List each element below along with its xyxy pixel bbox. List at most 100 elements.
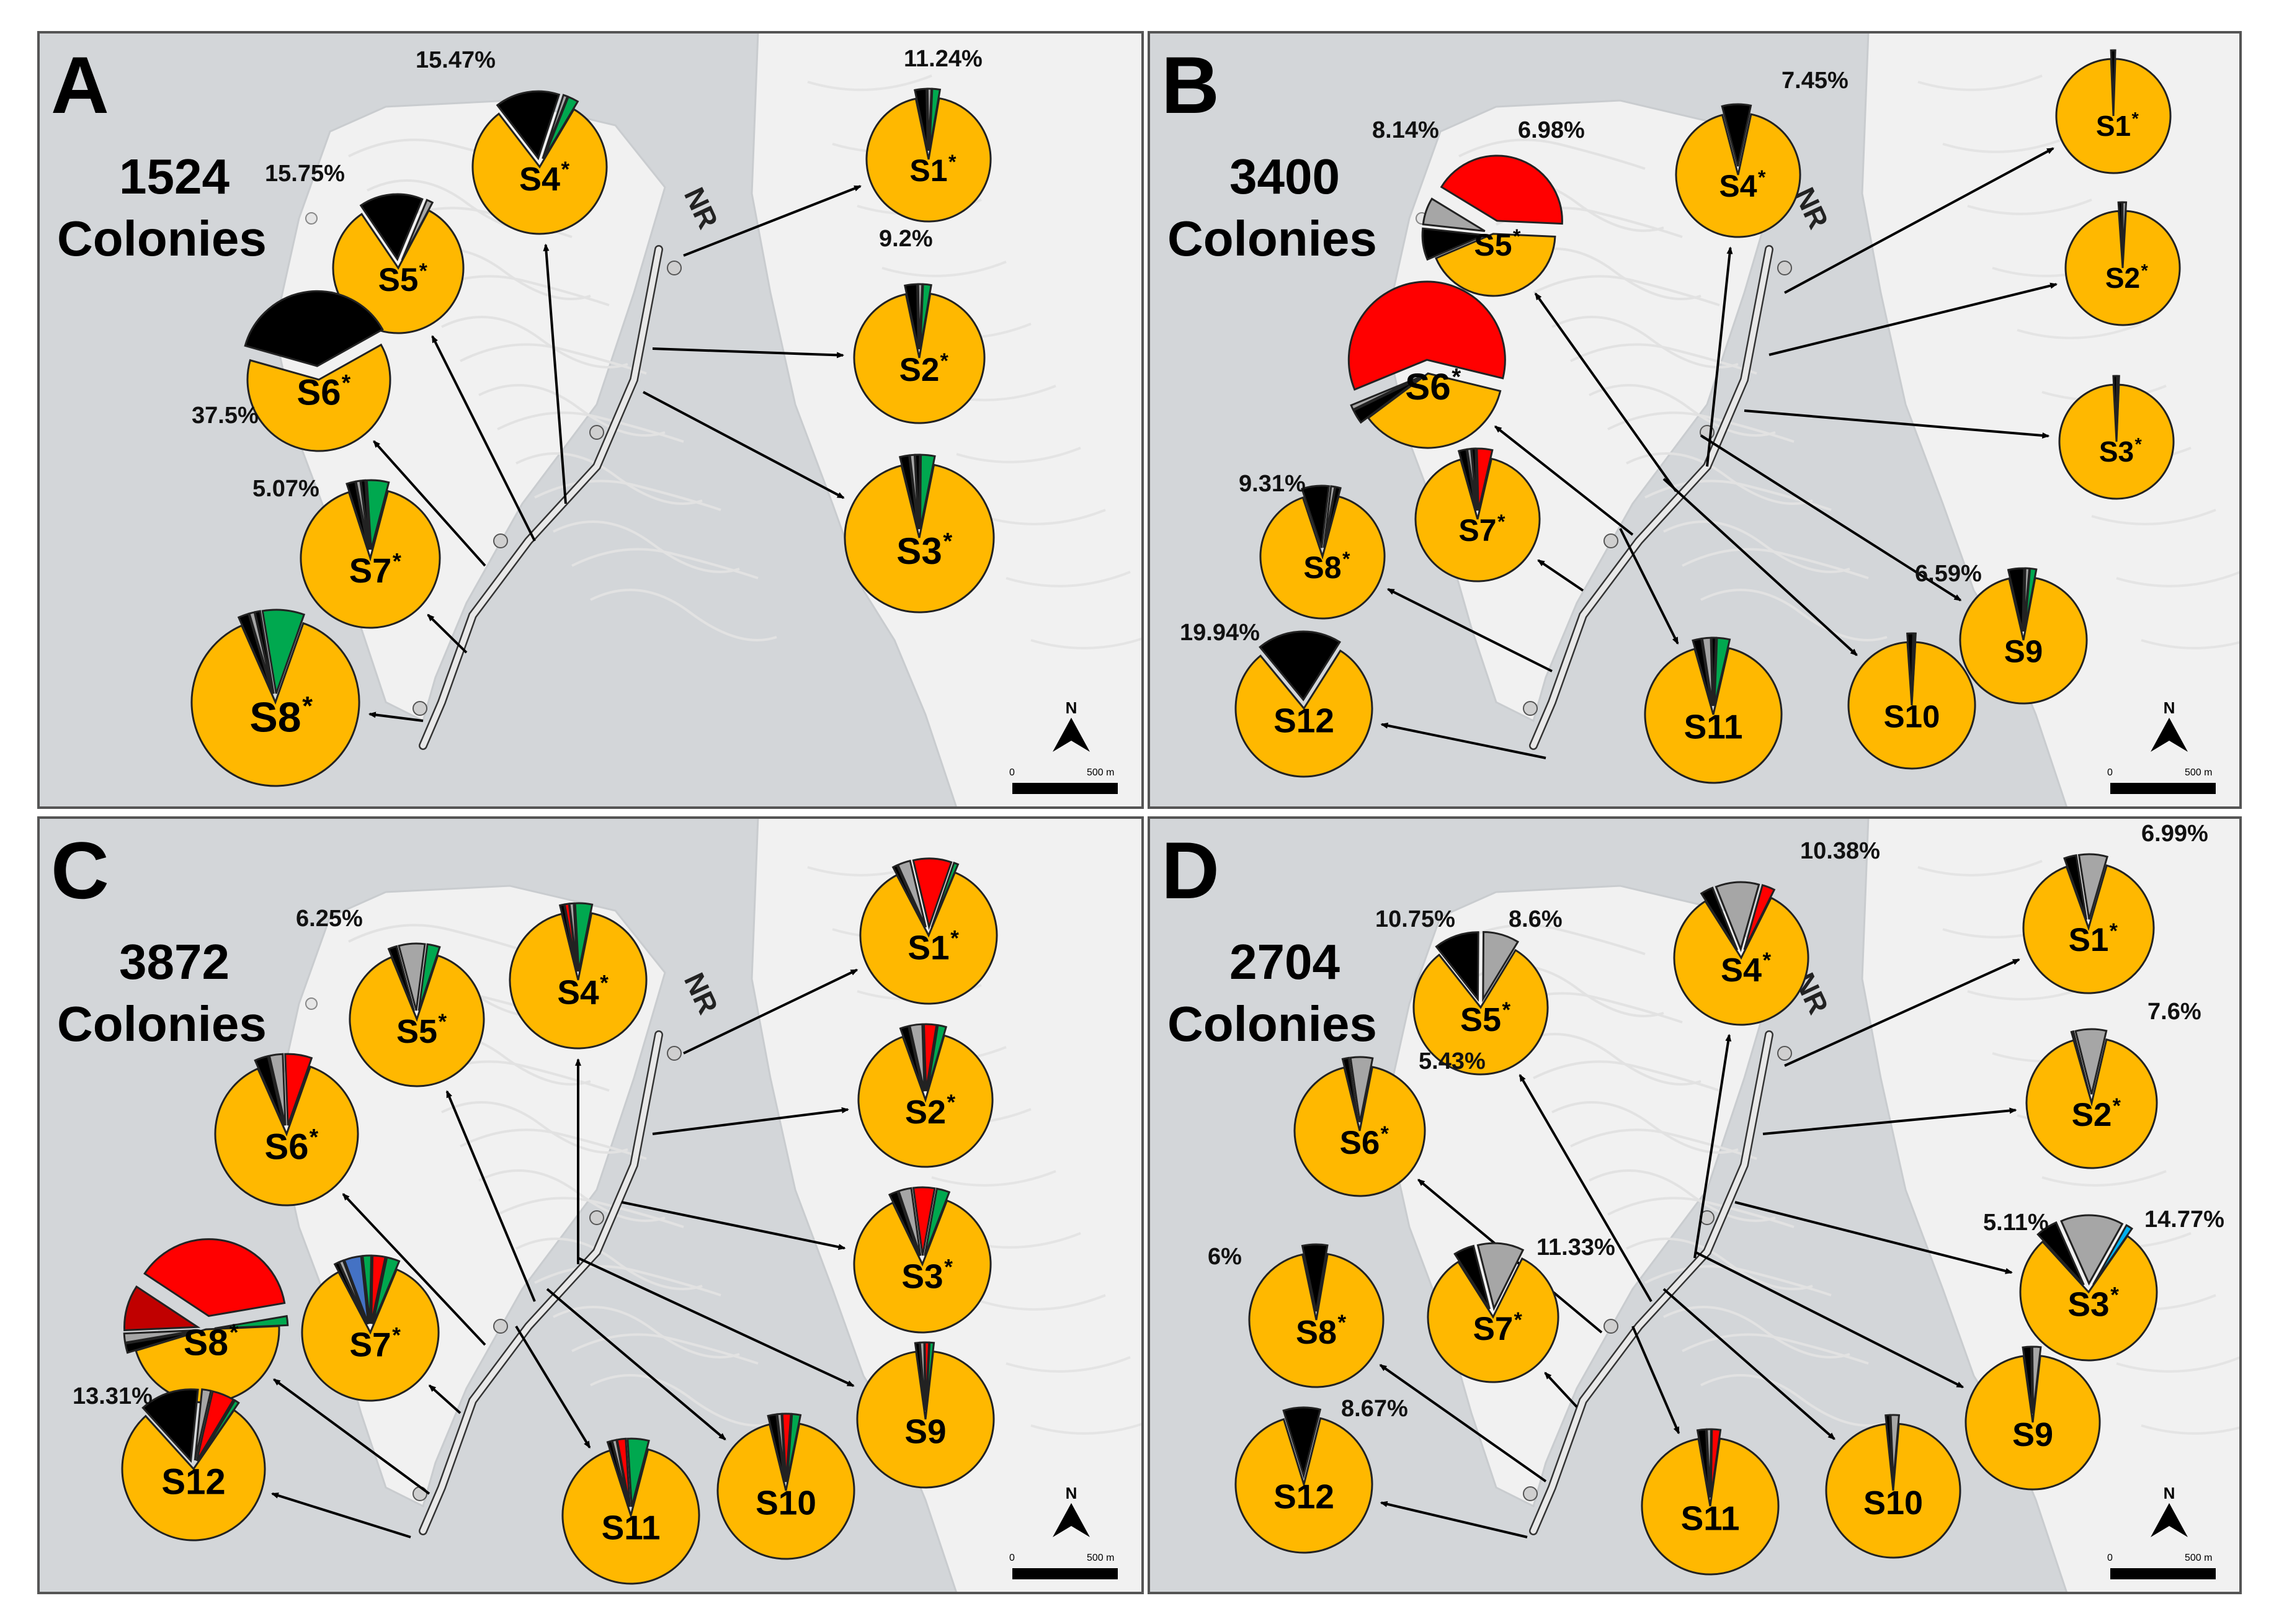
percent-label: 6.25% xyxy=(296,906,363,932)
site-arrow xyxy=(373,440,486,567)
pie-slice-gray xyxy=(2074,1028,2108,1095)
site-pie-s7: S7* xyxy=(1427,1242,1559,1383)
pie-slice-red xyxy=(370,1254,387,1324)
pie-slice-base xyxy=(332,209,465,334)
site-pie-s1: S1* xyxy=(2022,853,2155,994)
map-road xyxy=(981,509,1106,525)
site-pie-s9: S9 xyxy=(1959,567,2088,705)
panel-border xyxy=(37,31,1144,809)
site-label-text: S1 xyxy=(909,153,947,188)
site-label: S5* xyxy=(396,1010,447,1050)
site-pie-s3: S3* xyxy=(853,1186,992,1334)
map-road xyxy=(571,548,759,579)
site-pie-s5: S5* xyxy=(1412,931,1549,1076)
map-road xyxy=(534,1265,721,1296)
north-label: N xyxy=(1066,698,1077,717)
site-label-text: S2 xyxy=(2072,1097,2112,1133)
significance-star: * xyxy=(1497,511,1505,533)
map-road xyxy=(553,1306,740,1359)
pie-slice-black xyxy=(254,1055,285,1127)
significance-star: * xyxy=(950,927,959,951)
pie-slice-base xyxy=(1847,641,1976,770)
site-label-text: S1 xyxy=(908,929,949,967)
pie-slice-gray xyxy=(896,859,927,928)
pie-slice-red xyxy=(922,1023,938,1092)
panel-a: NRS1*11.24%S2*9.2%S3*S4*15.47%S5*15.75%S… xyxy=(37,31,1144,809)
pie-slice-black xyxy=(124,1330,198,1354)
pie-slice-base xyxy=(300,489,441,629)
site-label: S2* xyxy=(2105,261,2149,294)
site-arrow xyxy=(578,1257,855,1387)
pie-slice-gray xyxy=(398,942,426,1011)
map-road xyxy=(2041,1170,2167,1187)
significance-star: * xyxy=(948,151,957,173)
map-road xyxy=(515,452,703,505)
site-pie-s2: S2* xyxy=(2025,1028,2158,1169)
site-label: S3* xyxy=(896,529,952,572)
pie-slice-green xyxy=(786,1412,802,1483)
site-label: S9 xyxy=(2012,1416,2053,1453)
pie-slice-base xyxy=(2064,210,2181,326)
percent-label: 15.75% xyxy=(265,161,345,187)
site-pie-s7: S7* xyxy=(1414,447,1541,582)
significance-star: * xyxy=(940,349,949,373)
significance-star: * xyxy=(1502,998,1511,1022)
site-arrow xyxy=(683,968,859,1055)
map-road xyxy=(1570,343,1757,375)
site-label: S7* xyxy=(1458,511,1505,548)
pie-slice-black xyxy=(1421,227,1489,261)
map-road xyxy=(1967,199,2092,215)
pie-slice-base xyxy=(1412,948,1549,1076)
pie-slice-red xyxy=(284,1053,313,1126)
pie-slice-base xyxy=(1965,1355,2101,1491)
significance-star: * xyxy=(1381,1122,1389,1146)
site-arrow xyxy=(652,347,845,359)
pie-slice-base xyxy=(865,97,992,223)
site-arrow xyxy=(1519,1074,1652,1303)
north-arrow-icon xyxy=(1053,718,1090,752)
significance-star: * xyxy=(393,548,401,574)
site-label: S2* xyxy=(899,349,949,388)
pie-slice-gray xyxy=(1889,1414,1901,1483)
percent-label: 15.47% xyxy=(416,47,496,73)
map-road xyxy=(1006,571,1131,587)
percent-label: 5.07% xyxy=(252,476,319,502)
scale-zero: 0 xyxy=(2107,767,2113,778)
pie-slice-base xyxy=(844,463,995,613)
pie-slice-gray xyxy=(1482,931,1520,1002)
site-pie-s12: S12 xyxy=(121,1388,266,1541)
site-label-text: S5 xyxy=(396,1013,437,1050)
pie-slice-black xyxy=(1301,1243,1329,1312)
map-road xyxy=(2141,1424,2241,1435)
site-label: S5* xyxy=(1474,225,1521,262)
pie-slice-red xyxy=(912,857,953,930)
site-label: S11 xyxy=(602,1509,661,1547)
pie-slice-red xyxy=(1440,154,1563,225)
pie-slice-black xyxy=(891,864,926,929)
pie-slice-green xyxy=(925,1341,935,1411)
pie-slice-base xyxy=(1644,646,1783,784)
site-arrow xyxy=(1784,147,2054,294)
site-label: S2* xyxy=(2072,1094,2121,1133)
map-road xyxy=(1682,1333,1869,1365)
pie-slice-base xyxy=(1825,1422,1961,1559)
site-pie-s9: S9 xyxy=(1965,1345,2101,1491)
breakwater-fill xyxy=(1530,246,1772,749)
pie-slice-green xyxy=(930,862,960,928)
pie-slice-base xyxy=(1234,649,1373,778)
breakwater-fill xyxy=(420,1032,662,1534)
scale-zero: 0 xyxy=(1009,767,1015,778)
panel-border xyxy=(1148,31,2242,809)
pie-slice-base xyxy=(471,108,608,235)
pie-slice-base xyxy=(856,1350,995,1489)
map-road xyxy=(478,384,666,437)
panel-border xyxy=(37,816,1144,1594)
map-road xyxy=(807,74,932,91)
significance-star: * xyxy=(947,1091,956,1115)
site-label-text: S2 xyxy=(2105,262,2140,294)
pie-slice-black xyxy=(2022,1345,2033,1414)
site-pie-s4: S4* xyxy=(471,90,608,235)
pie-slice-black xyxy=(1259,630,1341,702)
panel-border xyxy=(1148,816,2242,1594)
significance-star: * xyxy=(439,1010,447,1034)
